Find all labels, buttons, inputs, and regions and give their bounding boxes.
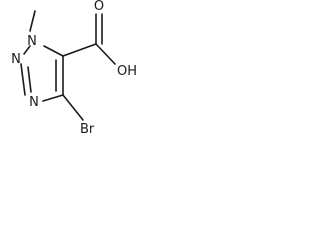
structure-canvas: N N N O OH Br (0, 0, 158, 144)
atom-label-oh: OH (117, 64, 137, 79)
bromine-bond (62, 94, 84, 121)
ring-bond-n2-n1 (23, 45, 31, 55)
atom-label-n1: N (27, 34, 37, 49)
ring-bond-n1-c5 (43, 45, 64, 57)
atom-label-n2: N (11, 52, 21, 67)
ring-bond-c4-n3 (42, 94, 64, 102)
hydroxyl-bond (95, 43, 116, 65)
ring-bond-n3-n2-inner (27, 66, 32, 93)
atom-label-o: O (94, 0, 104, 14)
carboxyl-bond (62, 43, 97, 57)
atom-label-n3: N (29, 95, 39, 110)
methyl-bond (29, 10, 36, 32)
atom-label-br: Br (80, 122, 95, 137)
ring-bond-n3-n2 (20, 63, 26, 96)
structure-drawing: N N N O OH Br (11, 0, 137, 137)
